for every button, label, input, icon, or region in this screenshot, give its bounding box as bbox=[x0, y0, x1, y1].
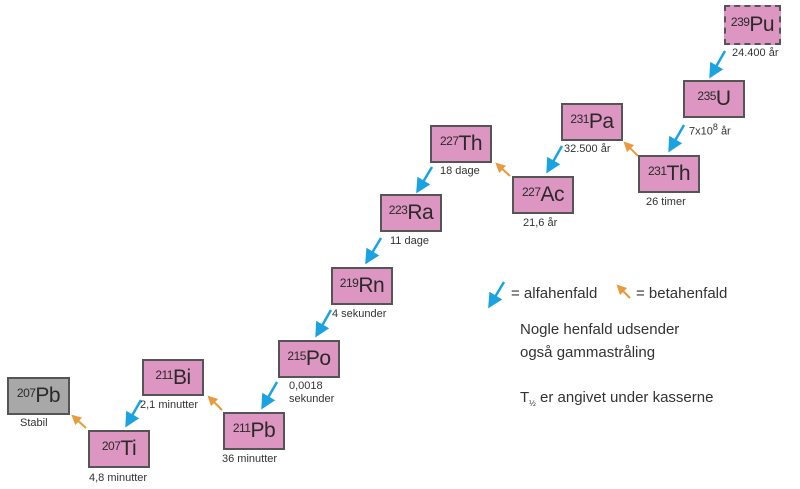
mass-number: 235 bbox=[697, 89, 716, 103]
halflife-base: 7x10 bbox=[689, 125, 713, 138]
element-symbol: Pb bbox=[250, 419, 276, 442]
alpha-arrow bbox=[668, 124, 686, 153]
halflife-label: 7x108 år bbox=[689, 121, 731, 139]
beta-arrow bbox=[623, 141, 639, 157]
legend-alpha-arrow bbox=[488, 281, 506, 309]
element-symbol: Pb bbox=[35, 384, 61, 407]
mass-number: 211 bbox=[155, 367, 173, 382]
element-symbol: Pa bbox=[588, 110, 614, 133]
alpha-arrow bbox=[315, 309, 333, 338]
mass-number: 215 bbox=[287, 349, 306, 363]
alpha-arrow bbox=[365, 237, 383, 265]
halflife-label: 26 timer bbox=[646, 196, 686, 208]
mass-number: 231 bbox=[570, 112, 589, 126]
halflife-label: 4 sekunder bbox=[332, 308, 387, 320]
element-symbol: Ac bbox=[540, 183, 565, 206]
alpha-arrow bbox=[709, 50, 727, 79]
mass-number: 227 bbox=[521, 185, 541, 199]
mass-number: 223 bbox=[388, 203, 408, 217]
halflife-label: 2,1 minutter bbox=[140, 399, 199, 411]
gamma-note-line2: også gammastråling bbox=[520, 344, 656, 361]
mass-number: 207 bbox=[16, 386, 36, 400]
mass-number: 207 bbox=[101, 439, 121, 453]
beta-arrow bbox=[207, 395, 223, 411]
halflife-note: T½ er angivet under kasserne bbox=[520, 389, 713, 408]
element-symbol: U bbox=[715, 87, 731, 110]
halflife-label: 18 dage bbox=[440, 165, 480, 177]
halflife-label: 21,6 år bbox=[523, 217, 558, 229]
halflife-line2: sekunder bbox=[289, 393, 335, 405]
halflife-label: 32.500 år bbox=[564, 143, 611, 155]
element-symbol: Th bbox=[458, 132, 483, 155]
element-symbol: Th bbox=[666, 162, 691, 185]
legend-beta-label: = betahenfald bbox=[636, 285, 728, 302]
element-symbol: Ti bbox=[120, 437, 137, 460]
alpha-arrow bbox=[546, 145, 564, 174]
mass-number: 211 bbox=[232, 421, 251, 435]
beta-arrow bbox=[71, 414, 87, 429]
legend-alpha-label: = alfahenfald bbox=[511, 285, 598, 302]
element-symbol: Ra bbox=[407, 201, 434, 224]
halflife-subscript: ½ bbox=[529, 399, 536, 408]
element-symbol: Pu bbox=[749, 13, 775, 36]
alpha-arrow bbox=[416, 166, 434, 194]
halflife-label: 36 minutter bbox=[222, 453, 278, 465]
halflife-label: 11 dage bbox=[390, 235, 429, 247]
element-symbol: Po bbox=[305, 347, 331, 370]
halflife-unit: år bbox=[720, 125, 731, 138]
halflife-exponent: 8 bbox=[712, 122, 718, 132]
halflife-label: 4,8 minutter bbox=[89, 472, 148, 484]
halflife-label: Stabil bbox=[20, 417, 48, 429]
beta-arrow bbox=[495, 162, 511, 177]
halflife-label: 24.400 år bbox=[732, 47, 779, 59]
gamma-note-line1: Nogle henfald udsender bbox=[520, 321, 680, 338]
halflife-line1: 0,0018 bbox=[289, 380, 323, 392]
alpha-arrow bbox=[125, 399, 143, 428]
mass-number: 227 bbox=[439, 134, 459, 148]
mass-number: 231 bbox=[647, 164, 667, 178]
halflife-note-text: er angivet under kasserne bbox=[535, 389, 714, 406]
mass-number: 239 bbox=[730, 15, 750, 29]
halflife-symbol: T bbox=[520, 389, 530, 406]
alpha-arrow bbox=[261, 381, 279, 410]
legend-beta-arrow bbox=[616, 284, 631, 299]
element-symbol: Bi bbox=[172, 365, 191, 389]
element-symbol: Rn bbox=[358, 274, 385, 297]
mass-number: 219 bbox=[339, 276, 359, 290]
